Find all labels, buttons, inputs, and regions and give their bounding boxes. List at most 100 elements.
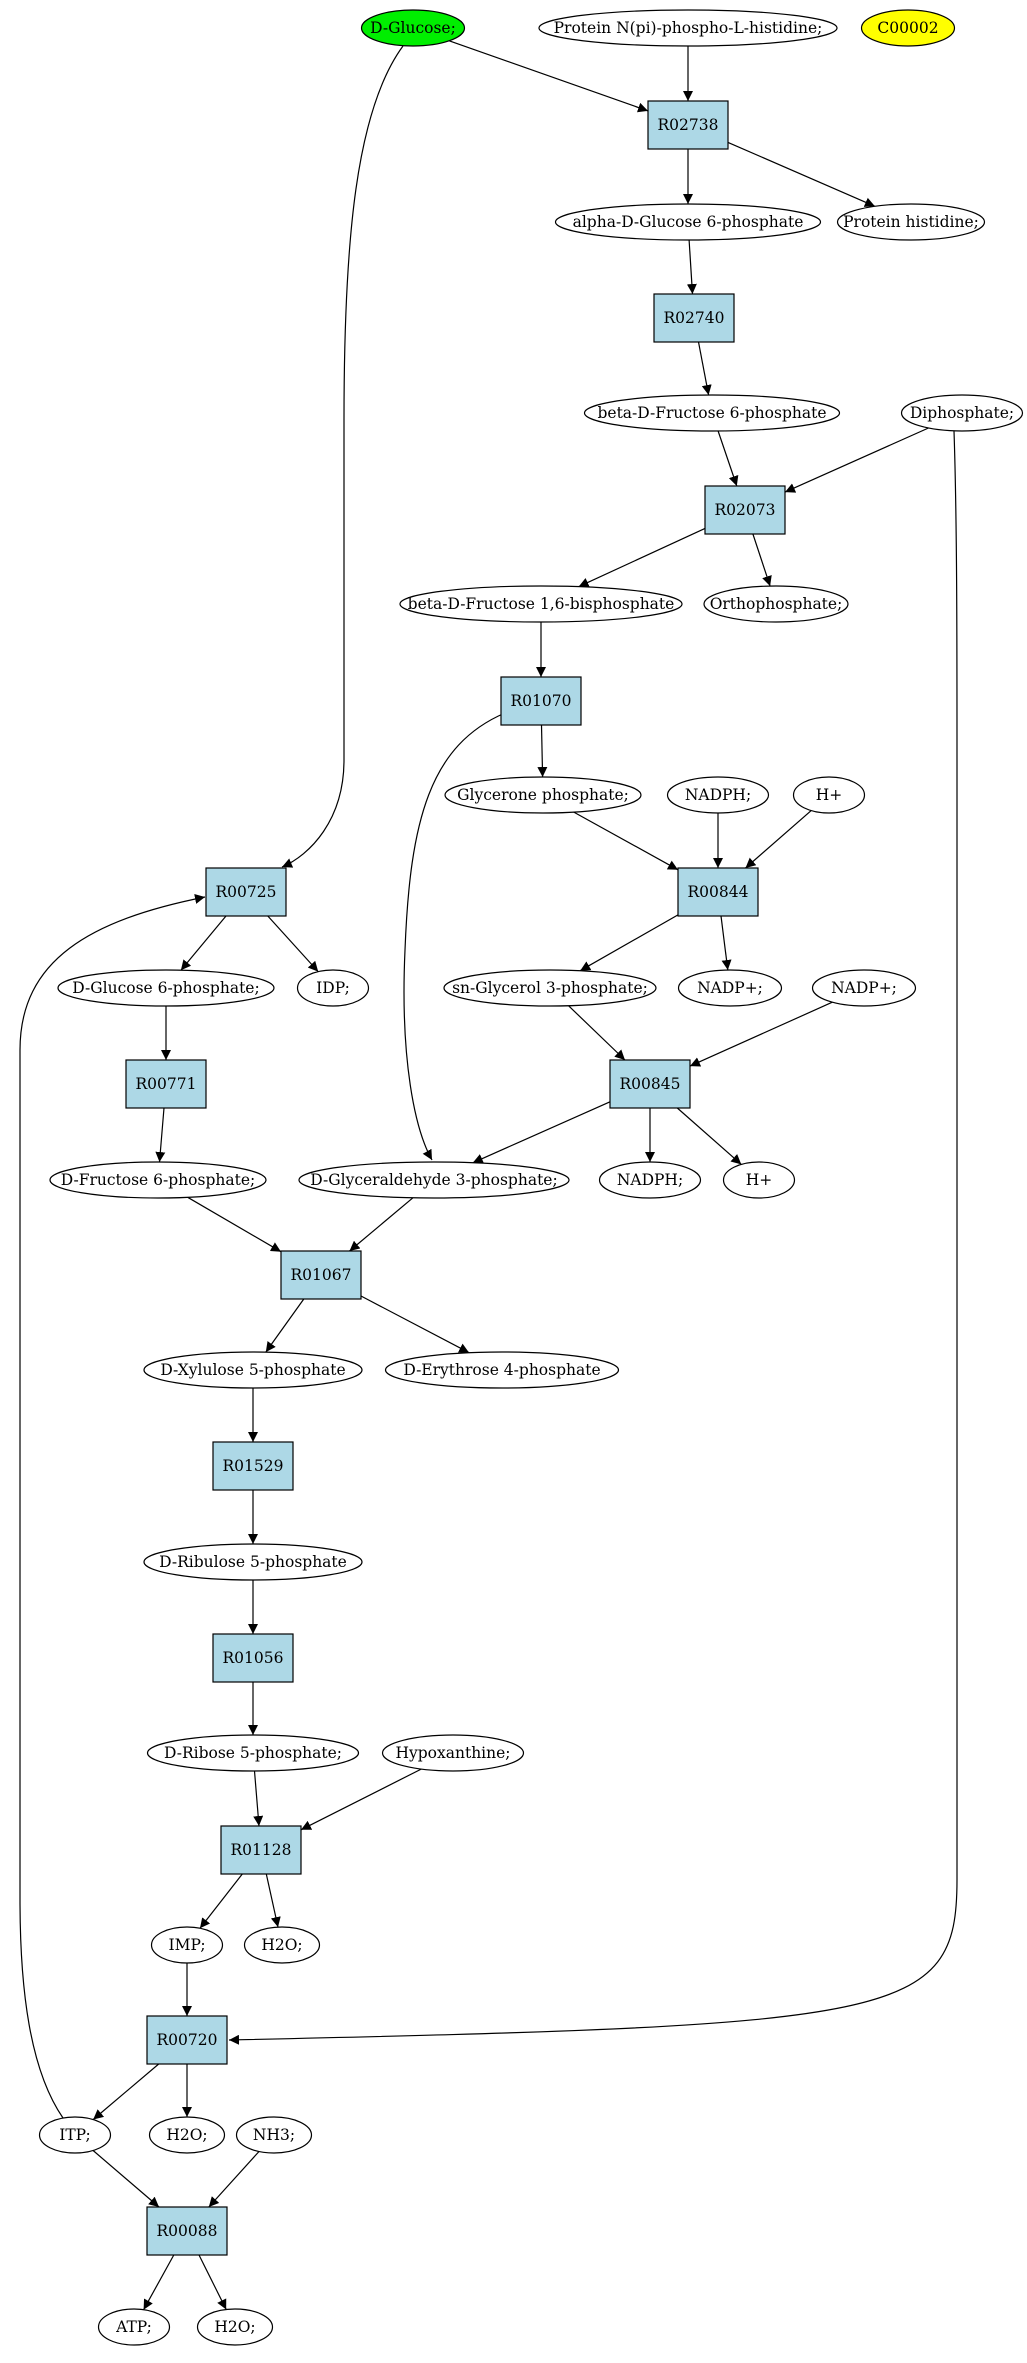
compound-node-c_nadpplus_1: NADP+;	[677, 969, 783, 1007]
node-label: ITP;	[59, 2126, 91, 2144]
compound-node-c_protein_his: Protein histidine;	[836, 203, 986, 241]
node-label: D-Xylulose 5-phosphate	[160, 1361, 345, 1379]
compound-ellipse	[243, 1926, 321, 1964]
compound-ellipse	[360, 9, 466, 47]
reaction-box	[647, 100, 729, 150]
reaction-box	[500, 676, 582, 726]
node-label: D-Fructose 6-phosphate;	[61, 1171, 255, 1189]
edge-r_R00845-to-c_hplus_2	[676, 1107, 742, 1165]
node-label: D-Glucose 6-phosphate;	[72, 979, 259, 997]
node-label: D-Ribose 5-phosphate;	[164, 1744, 342, 1762]
reaction-box	[220, 1825, 302, 1875]
reaction-box	[677, 867, 759, 917]
compound-node-c_df6p: D-Fructose 6-phosphate;	[49, 1161, 267, 1199]
compound-ellipse	[38, 2116, 112, 2154]
compound-node-c_dx5p: D-Xylulose 5-phosphate	[143, 1351, 363, 1389]
node-label: Diphosphate;	[910, 404, 1014, 422]
reaction-node-r_R00844: R00844	[677, 867, 759, 917]
compound-node-c_de4p: D-Erythrose 4-phosphate	[384, 1351, 620, 1389]
edge-r_R00844-to-c_sn_g3p	[579, 914, 679, 972]
reaction-box	[146, 2206, 228, 2256]
reaction-box	[125, 1059, 207, 1109]
compound-ellipse	[860, 9, 956, 47]
compound-ellipse	[666, 776, 770, 814]
edge-c_itp-to-r_R00725	[19, 894, 206, 2119]
compound-node-c_hplus_1: H+	[792, 776, 866, 814]
compound-ellipse	[146, 1734, 360, 1772]
edge-c_glycerone_p-to-r_R00844	[573, 811, 679, 871]
edge-r_R00725-to-c_dg6p	[180, 915, 227, 971]
edge-c_dglucose-to-r_R02738	[449, 40, 649, 113]
compound-node-c_nadph_2: NADPH;	[598, 1161, 702, 1199]
compound-node-c_nadpplus_2: NADP+;	[811, 969, 917, 1007]
compound-node-c_itp: ITP;	[38, 2116, 112, 2154]
edge-c_df6p-to-r_R01067	[187, 1196, 282, 1253]
compound-node-c_idp: IDP;	[296, 969, 370, 1007]
compound-ellipse	[677, 969, 783, 1007]
compound-ellipse	[296, 969, 370, 1007]
compound-ellipse	[443, 969, 657, 1007]
edge-r_R01067-to-c_de4p	[360, 1295, 470, 1354]
edge-r_R01070-to-c_glycerone_p	[537, 724, 548, 778]
reaction-node-r_R00720: R00720	[146, 2015, 228, 2065]
node-label: R02740	[664, 309, 725, 327]
compound-node-c_dru5p: D-Ribulose 5-phosphate	[143, 1543, 363, 1581]
edge-r_R00845-to-c_dga3p	[472, 1101, 611, 1164]
compound-ellipse	[792, 776, 866, 814]
edge-r_R00088-to-c_h2o_3	[198, 2254, 227, 2310]
edge-r_R00725-to-c_idp	[267, 915, 319, 973]
edge-r_R01067-to-c_dx5p	[265, 1298, 305, 1353]
node-label: D-Ribulose 5-phosphate	[159, 1553, 347, 1571]
compound-ellipse	[900, 394, 1024, 432]
compound-ellipse	[298, 1161, 570, 1199]
node-label: Protein N(pi)-phospho-L-histidine;	[554, 19, 823, 37]
node-label: IDP;	[316, 979, 350, 997]
edges-layer	[19, 40, 958, 2310]
edge-r_R00720-to-c_itp	[92, 2063, 160, 2120]
compound-node-c_h2o_1: H2O;	[243, 1926, 321, 1964]
compound-ellipse	[49, 1161, 267, 1199]
compound-node-c_sn_g3p: sn-Glycerol 3-phosphate;	[443, 969, 657, 1007]
node-label: NADP+;	[697, 979, 763, 997]
reaction-box	[280, 1250, 362, 1300]
edge-c_nh3-to-r_R00088	[208, 2151, 260, 2208]
node-label: H+	[816, 786, 843, 804]
node-label: R02738	[658, 116, 719, 134]
edge-r_R01070-to-c_dga3p	[403, 712, 506, 1161]
compound-ellipse	[196, 2308, 274, 2346]
compound-node-c_nh3: NH3;	[235, 2116, 313, 2154]
node-label: Protein histidine;	[843, 213, 979, 231]
edge-c_beta_f6p-to-r_R02073	[717, 430, 739, 487]
reaction-node-r_R00725: R00725	[205, 867, 287, 917]
node-label: H2O;	[261, 1936, 302, 1954]
compound-ellipse	[143, 1351, 363, 1389]
reaction-node-r_R01070: R01070	[500, 676, 582, 726]
compound-ellipse	[811, 969, 917, 1007]
node-label: sn-Glycerol 3-phosphate;	[452, 979, 648, 997]
edge-c_hplus_1-to-r_R00844	[745, 810, 812, 869]
compound-ellipse	[150, 1926, 224, 1964]
edge-c_dglucose-to-r_R00725	[281, 45, 404, 868]
compound-node-c_protein_nphis: Protein N(pi)-phospho-L-histidine;	[538, 9, 838, 47]
node-label: R01128	[231, 1841, 292, 1859]
node-label: R00720	[157, 2031, 218, 2049]
compound-node-c_beta_f6p: beta-D-Fructose 6-phosphate	[583, 394, 841, 432]
compound-node-c_orthophosphate: Orthophosphate;	[703, 585, 849, 623]
reaction-node-r_R01529: R01529	[212, 1441, 294, 1491]
node-label: R01056	[223, 1649, 284, 1667]
edge-r_R00771-to-c_df6p	[155, 1107, 166, 1163]
node-label: Hypoxanthine;	[395, 1744, 510, 1762]
edge-r_R02073-to-c_orthophosphate	[752, 533, 772, 587]
edge-c_nadpplus_2-to-r_R00845	[689, 1001, 833, 1067]
reaction-node-r_R01128: R01128	[220, 1825, 302, 1875]
edge-r_R02073-to-c_beta_f16bp	[578, 527, 706, 588]
node-label: beta-D-Fructose 1,6-bisphosphate	[408, 595, 675, 613]
nodes-layer: D-Glucose;Protein N(pi)-phospho-L-histid…	[38, 9, 1024, 2346]
node-label: D-Glyceraldehyde 3-phosphate;	[310, 1171, 557, 1189]
edge-c_diphosphate-to-r_R00720	[228, 430, 958, 2045]
reaction-node-r_R00845: R00845	[609, 1059, 691, 1109]
reaction-node-r_R02738: R02738	[647, 100, 729, 150]
compound-node-c_imp: IMP;	[150, 1926, 224, 1964]
compound-node-c_dga3p: D-Glyceraldehyde 3-phosphate;	[298, 1161, 570, 1199]
